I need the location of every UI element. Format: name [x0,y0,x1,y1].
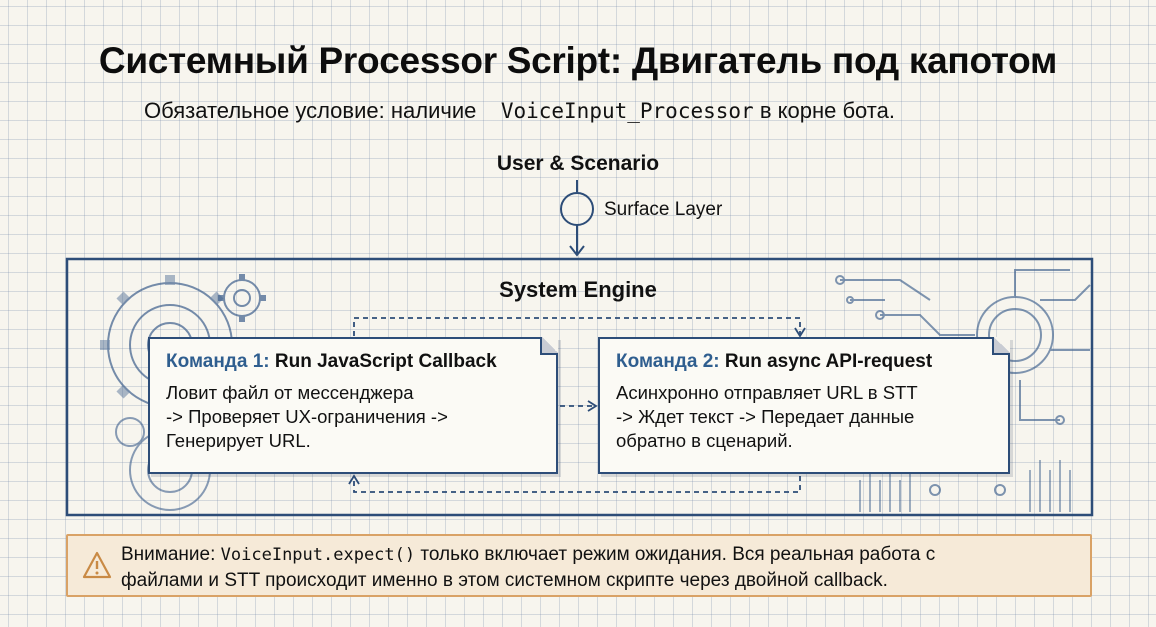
warning-code: VoiceInput.expect() [220,545,416,565]
surface-layer-node-icon [560,192,594,226]
warning-prefix: Внимание: [121,544,216,565]
warning-line1: только включает режим ожидания. Вся реал… [420,544,936,565]
flow-arrows [353,317,801,493]
command-1-heading: Команда 1: Run JavaScript Callback [166,351,540,373]
surface-layer-connector [560,180,594,257]
surface-layer-label: Surface Layer [604,199,723,220]
command-card-1: Команда 1: Run JavaScript Callback Ловит… [148,337,558,474]
page-title: Системный Processor Script: Двигатель по… [98,40,1058,81]
command-2-name: Run async API-request [724,351,933,372]
system-engine-frame [65,257,1094,517]
warning-banner: Внимание: VoiceInput.expect() только вкл… [66,534,1092,597]
command-2-description: Асинхронно отправляет URL в STT -> Ждет … [616,382,918,451]
arrow-heads [348,327,806,485]
subtitle-suffix: в корне бота. [759,98,895,123]
system-engine-label: System Engine [499,277,657,302]
circuit-decoration [835,269,1091,512]
page-fold-icon [992,337,1010,355]
warning-text: Внимание: VoiceInput.expect() только вкл… [121,542,935,593]
command-1-description: Ловит файл от мессенджера -> Проверяет U… [166,382,448,451]
command-1-name: Run JavaScript Callback [274,351,497,372]
command-2-number: Команда 2: [616,351,720,372]
page-fold-icon [540,337,558,355]
warning-line2: файлами и STT происходит именно в этом с… [121,570,888,591]
subtitle-prefix: Обязательное условие: наличие [144,98,477,123]
warning-triangle-icon [82,551,112,579]
user-scenario-label: User & Scenario [496,152,660,175]
command-card-2: Команда 2: Run async API-request Асинхро… [598,337,1010,474]
gear-small-icon [218,274,266,322]
subtitle: Обязательное условие: наличие VoiceInput… [144,98,895,124]
command-1-number: Команда 1: [166,351,270,372]
subtitle-code: VoiceInput_Processor [500,99,754,123]
command-2-heading: Команда 2: Run async API-request [616,351,992,373]
